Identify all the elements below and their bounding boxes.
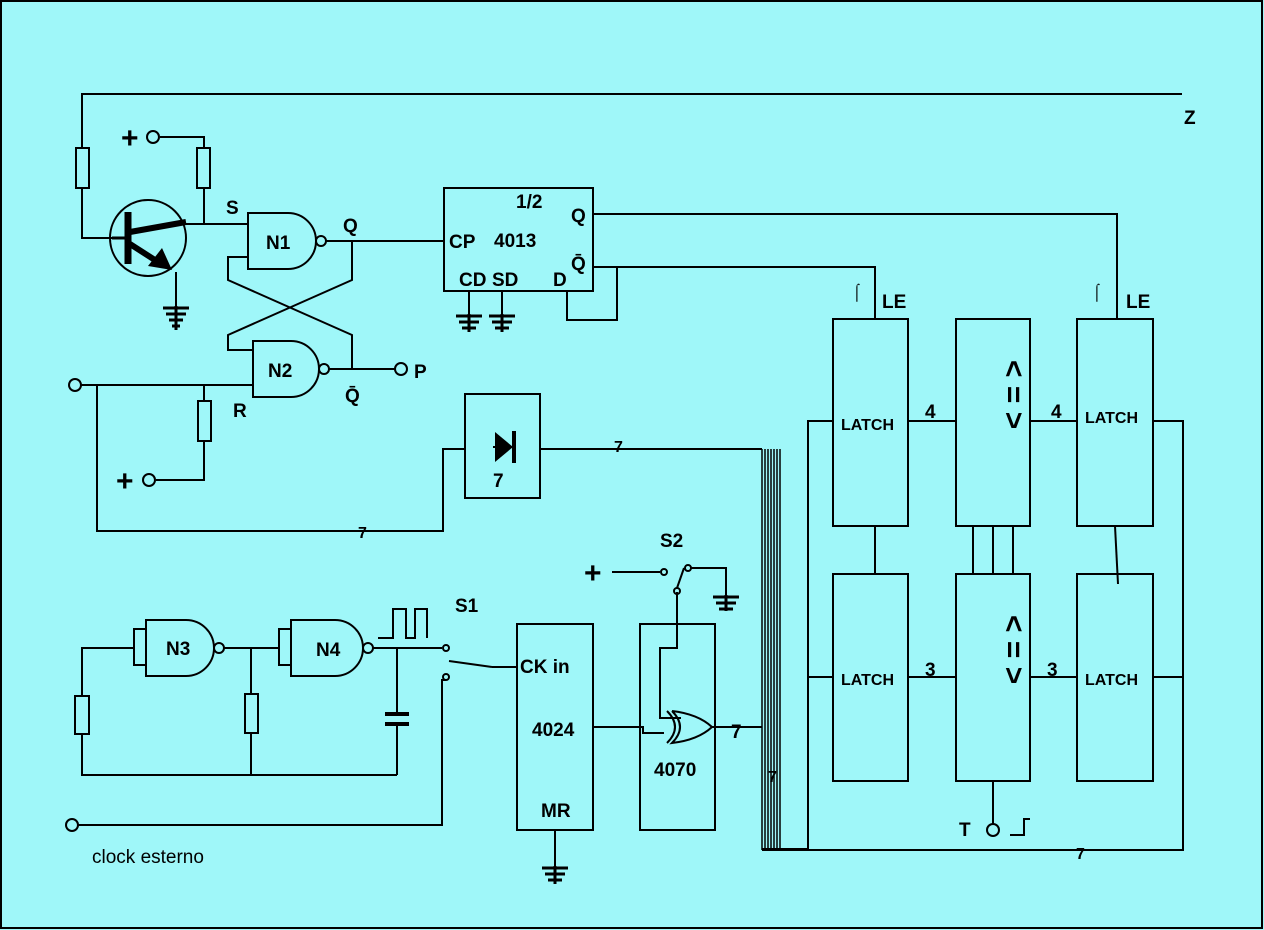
label-le-left: LE xyxy=(882,292,906,313)
label-ck-in: CK in xyxy=(520,657,570,678)
label-n2: N2 xyxy=(268,361,292,382)
label-z: Z xyxy=(1184,108,1196,129)
label-bus7-bottom: 7 xyxy=(1076,846,1085,863)
plus-sign-2: + xyxy=(116,465,134,498)
label-ff-qbar: Q̄ xyxy=(571,254,586,275)
latch-crosscouple: Q Q̄ P xyxy=(227,216,444,407)
gate-n1: N1 xyxy=(247,212,327,270)
label-ff-4013: 4013 xyxy=(494,231,536,252)
label-qbar: Q̄ xyxy=(345,386,360,407)
emitter-arrow-icon xyxy=(148,248,172,270)
r-input: R + 7 xyxy=(68,378,465,542)
label-ff-d: D xyxy=(553,270,567,291)
label-bus4-left: 4 xyxy=(925,402,936,423)
transistor-stage: + S xyxy=(75,122,248,330)
ff-4013: 1/2 4013 CP Q Q̄ CD SD D xyxy=(443,187,1118,332)
label-bus7-xor: 7 xyxy=(731,722,742,743)
label-bus7-lower: 7 xyxy=(358,525,367,542)
label-ff-cd: CD xyxy=(459,270,486,291)
label-n1: N1 xyxy=(266,233,291,254)
label-diode-count: 7 xyxy=(493,471,504,492)
label-r: R xyxy=(233,401,247,422)
label-bus3-right: 3 xyxy=(1047,660,1058,681)
edge-mark-left: ⌠ xyxy=(852,283,862,303)
transistor-body xyxy=(109,199,187,277)
label-ff-cp: CP xyxy=(449,232,476,253)
oscillator: N3 N4 xyxy=(74,608,442,776)
label-q: Q xyxy=(343,216,358,237)
label-le-right: LE xyxy=(1126,292,1150,313)
label-clock-esterno: clock esterno xyxy=(92,847,204,868)
supply-terminal-2 xyxy=(142,473,156,487)
diode-block: 7 7 xyxy=(464,393,762,499)
comparator-symbol-top: < = > xyxy=(997,360,1030,429)
label-bus7-bundle: 7 xyxy=(768,769,777,786)
label-n3: N3 xyxy=(166,639,190,660)
counter-4024: CK in 4024 MR xyxy=(516,623,664,884)
ground-icon xyxy=(163,306,189,330)
label-4070: 4070 xyxy=(654,760,696,781)
xor-gate-icon xyxy=(666,710,714,745)
ground-icon-s2 xyxy=(713,595,739,611)
label-t: T xyxy=(959,820,971,841)
xor-4070: 7 4070 xyxy=(639,592,762,831)
terminal-clock-esterno xyxy=(65,818,79,832)
terminal-t xyxy=(986,823,1000,837)
label-4024: 4024 xyxy=(532,720,575,741)
t-input: T xyxy=(959,781,1030,841)
label-s2: S2 xyxy=(660,531,683,552)
label-ff-q: Q xyxy=(571,206,586,227)
label-latch-3: LATCH xyxy=(1085,410,1138,427)
bus-bundle: 7 xyxy=(761,449,808,850)
label-bus7-upper: 7 xyxy=(614,439,623,456)
label-s1: S1 xyxy=(455,596,479,617)
label-p: P xyxy=(414,362,427,383)
label-latch-4: LATCH xyxy=(1085,672,1138,689)
label-n4: N4 xyxy=(316,640,341,661)
edge-mark-right: ⌠ xyxy=(1092,283,1102,303)
label-bus3-left: 3 xyxy=(925,660,936,681)
label-s: S xyxy=(226,198,239,219)
switch-s2: S2 + xyxy=(584,531,739,611)
label-ff-sd: SD xyxy=(492,270,518,291)
diode-icon xyxy=(495,432,513,462)
label-latch-2: LATCH xyxy=(841,672,894,689)
z-line: Z xyxy=(81,93,1196,148)
square-wave-icon xyxy=(378,608,428,639)
label-mr: MR xyxy=(541,801,571,822)
gate-n2: N2 xyxy=(252,340,330,398)
terminal-p xyxy=(394,362,408,376)
label-ff-half: 1/2 xyxy=(516,192,542,213)
label-latch-1: LATCH xyxy=(841,417,894,434)
ground-icon-cd xyxy=(456,314,482,332)
plus-sign: + xyxy=(121,122,139,155)
comparator-symbol-bottom: < = > xyxy=(997,615,1030,684)
label-bus4-right: 4 xyxy=(1051,402,1062,423)
latch-top-left: LATCH xyxy=(832,318,909,527)
switch-s1: S1 clock esterno xyxy=(65,596,517,868)
plus-sign-3: + xyxy=(584,557,602,590)
supply-terminal xyxy=(146,130,160,144)
ground-icon-mr xyxy=(542,866,568,884)
ground-icon-sd xyxy=(489,314,515,332)
rising-edge-icon xyxy=(1010,818,1030,836)
